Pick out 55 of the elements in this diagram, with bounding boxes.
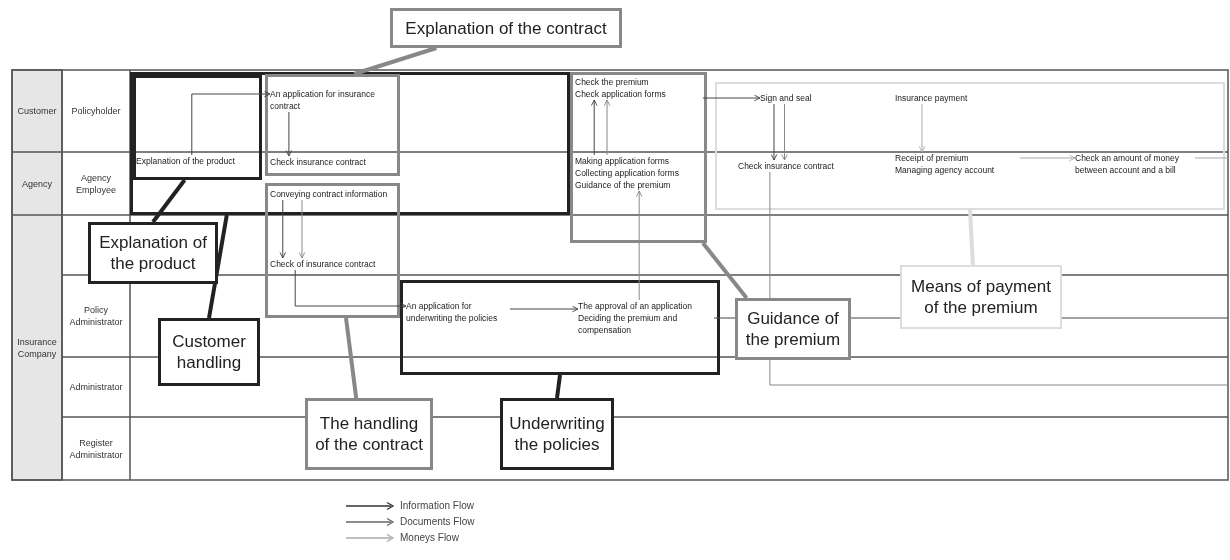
lane-header: Administrator bbox=[69, 381, 123, 393]
process-step: Conveying contract information bbox=[270, 188, 398, 200]
group-outline bbox=[265, 183, 400, 318]
lane-header: Insurance Company bbox=[16, 335, 58, 360]
leader-line bbox=[555, 374, 562, 399]
lane-header: Agency bbox=[22, 177, 52, 190]
leader-line bbox=[344, 317, 359, 399]
lane-header: Agency Employee bbox=[75, 171, 117, 196]
group-outline bbox=[133, 75, 262, 180]
leader-line bbox=[151, 178, 187, 224]
process-step: Check insurance contract bbox=[738, 160, 856, 172]
leader-line bbox=[701, 241, 749, 300]
process-step: Check of insurance contract bbox=[270, 258, 396, 270]
callout-box: Underwriting the policies bbox=[500, 398, 614, 470]
process-step: An application for underwriting the policies bbox=[406, 300, 510, 324]
callout-box: Guidance of the premium bbox=[735, 298, 851, 360]
legend-text: Documents Flow bbox=[400, 516, 475, 528]
process-step: Check the premium bbox=[575, 76, 703, 88]
process-step: Deciding the premium and compensation bbox=[578, 312, 714, 336]
flow-line bbox=[769, 171, 1229, 386]
leader-line bbox=[207, 214, 229, 319]
legend-text: Information Flow bbox=[400, 500, 474, 512]
group-outline bbox=[715, 82, 1225, 210]
process-step: The approval of an application bbox=[578, 300, 714, 312]
process-step: Explanation of the product bbox=[136, 155, 260, 167]
group-outline bbox=[400, 280, 720, 375]
flow-line bbox=[1194, 157, 1229, 159]
callout-box: Customer handling bbox=[158, 318, 260, 386]
flow-arrow bbox=[781, 103, 788, 161]
legend-text: Moneys Flow bbox=[400, 532, 459, 544]
lane-header: Register Administrator bbox=[68, 436, 124, 461]
group-outline bbox=[130, 72, 570, 215]
group-outline bbox=[570, 72, 707, 243]
lane-header: Customer bbox=[17, 105, 57, 117]
lane-header: Policy Administrator bbox=[68, 304, 124, 328]
callout-box: Explanation of the contract bbox=[390, 8, 622, 48]
callout-box: The handling of the contract bbox=[305, 398, 433, 470]
process-step: Check insurance contract bbox=[270, 156, 396, 168]
process-step: Guidance of the premium bbox=[575, 179, 703, 191]
callout-box: Means of payment of the premium bbox=[900, 265, 1062, 329]
process-step: Managing agency account bbox=[895, 164, 1020, 176]
process-step: Collecting application forms bbox=[575, 167, 703, 179]
callout-box: Explanation of the product bbox=[88, 222, 218, 284]
process-step: Making application forms bbox=[575, 155, 703, 167]
process-step: Check application forms bbox=[575, 88, 703, 100]
lane-header: Policyholder bbox=[71, 105, 121, 117]
leader-line bbox=[968, 209, 975, 266]
process-step: Check an amount of money between account and a bill bbox=[1075, 152, 1195, 176]
process-step: Receipt of premium bbox=[895, 152, 1020, 164]
process-step: Sign and seal bbox=[760, 92, 830, 104]
process-step: An application for insurance contract bbox=[270, 88, 396, 112]
flow-arrow bbox=[294, 269, 407, 310]
process-step: Insurance payment bbox=[895, 92, 985, 104]
group-outline bbox=[265, 74, 400, 176]
flow-line bbox=[713, 317, 1229, 319]
